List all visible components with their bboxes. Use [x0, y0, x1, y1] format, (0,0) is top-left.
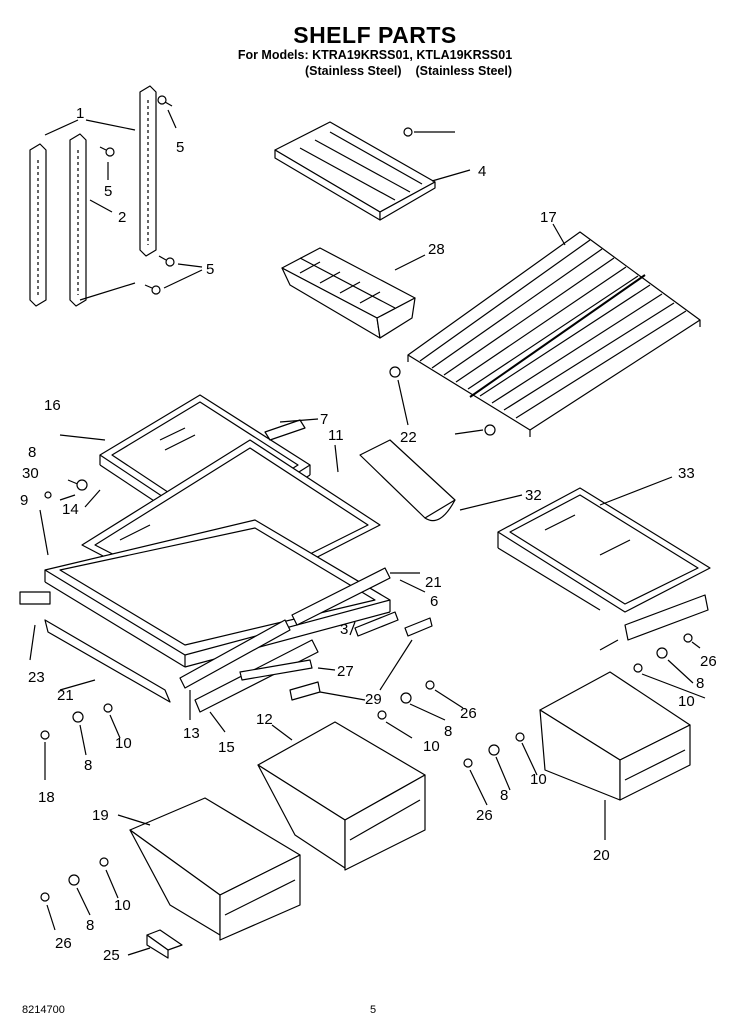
callout-label: 8: [86, 917, 94, 934]
callout-label: 5: [176, 139, 184, 156]
ice-tray: [281, 247, 416, 339]
callout-label: 12: [256, 711, 273, 728]
callout-label: 1: [76, 105, 84, 122]
callout-label: 5: [104, 183, 112, 200]
ladder-left: [29, 143, 47, 307]
callout-label: 10: [678, 693, 695, 710]
door-bin-32: [359, 439, 456, 522]
callout-label: 8: [696, 675, 704, 692]
drawer-clip-25: [146, 929, 183, 959]
callout-label: 20: [593, 847, 610, 864]
fasteners: [40, 633, 693, 902]
screw-small: [99, 95, 175, 295]
callout-label: 11: [328, 427, 344, 444]
callout-label: 8: [84, 757, 92, 774]
callout-label: 29: [365, 691, 382, 708]
callout-label: 10: [114, 897, 131, 914]
models-line: For Models: KTRA19KRSS01, KTLA19KRSS01: [237, 48, 513, 62]
callout-label: 8: [500, 787, 508, 804]
callout-label: 10: [115, 735, 132, 752]
shelf-33: [497, 487, 711, 613]
callout-label: 4: [478, 163, 486, 180]
page-title: SHELF PARTS: [293, 22, 457, 48]
crisper-drawer-12: [257, 721, 426, 871]
trim-pieces: [179, 567, 433, 713]
callout-label: 2: [118, 209, 126, 226]
ladder-center: [69, 133, 87, 307]
rail-end-cap: [19, 591, 51, 605]
callout-label: 22: [400, 429, 417, 446]
wire-shelf: [407, 231, 701, 437]
callout-label: 10: [530, 771, 547, 788]
callout-label: 5: [206, 261, 214, 278]
ladder-right: [139, 85, 157, 257]
upper-shelf-tray: [274, 121, 436, 221]
callout-label: 16: [44, 397, 61, 414]
variants-line: (Stainless Steel) (Stainless Steel): [305, 64, 513, 78]
callout-label: 8: [28, 444, 36, 461]
callout-label: 26: [476, 807, 493, 824]
callout-label: 23: [28, 669, 45, 686]
shelf-rail: [264, 419, 306, 441]
crisper-drawer-20: [539, 671, 691, 801]
callout-label: 32: [525, 487, 542, 504]
callout-label: 21: [57, 687, 74, 704]
callout-label: 27: [337, 663, 354, 680]
callout-label: 17: [540, 209, 557, 226]
callout-label: 19: [92, 807, 109, 824]
callout-label: 25: [103, 947, 120, 964]
callout-label: 9: [20, 492, 28, 509]
callout-label: 6: [430, 593, 438, 610]
callout-label: 8: [444, 723, 452, 740]
callout-label: 14: [62, 501, 79, 518]
page-number: 5: [370, 1004, 377, 1016]
callout-label: 13: [183, 725, 200, 742]
callout-labels: 1 5 5 2 5 5 4 28 17 22 22 16 7 11 8 30 1…: [20, 105, 717, 964]
callout-label: 30: [22, 465, 39, 482]
shelf-33-rail: [624, 594, 709, 641]
callout-label: 18: [38, 789, 55, 806]
crisper-drawer-19: [129, 797, 301, 941]
callout-label: 26: [55, 935, 72, 952]
callout-label: 28: [428, 241, 445, 258]
callout-label: 26: [700, 653, 717, 670]
callout-label: 3: [340, 621, 348, 638]
callout-label: 33: [678, 465, 695, 482]
callout-label: 15: [218, 739, 235, 756]
front-rail: [44, 619, 171, 703]
document-number: 8214700: [22, 1004, 65, 1016]
callout-label: 10: [423, 738, 440, 755]
callout-label: 7: [320, 411, 328, 428]
callout-label: 26: [460, 705, 477, 722]
callout-label: 21: [425, 574, 442, 591]
